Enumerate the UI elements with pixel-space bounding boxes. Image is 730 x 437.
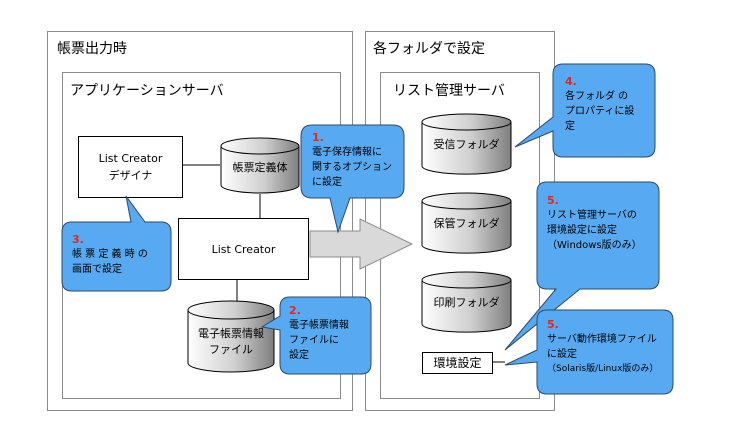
callout-4-line-3: 定: [565, 121, 575, 132]
designer-label-1: List Creator: [98, 152, 163, 165]
callout-1-bubble: [300, 124, 405, 234]
form-definition-cylinder: 帳票定義体: [220, 137, 300, 194]
callout-1: 1. 電子保存情報に 関するオプション に設定: [312, 130, 392, 190]
callout-1-line-3: に設定: [312, 177, 342, 188]
print-folder-label: 印刷フォルダ: [433, 296, 500, 309]
app-server-title: アプリケーションサーバ: [70, 83, 224, 99]
callout-3-bubble: [61, 195, 172, 292]
print-time-title: 帳票出力時: [57, 41, 127, 57]
callout-5a-number: 5.: [547, 194, 559, 207]
callout-5b-bubble: [504, 309, 674, 395]
callout-3-line-2: 画面で設定: [72, 264, 122, 275]
callout-5b-line-2: に設定: [547, 349, 577, 360]
callout-5a-line-1: リスト管理サーバの: [547, 210, 637, 221]
cylinder-shape: [421, 192, 512, 254]
callout-1-number: 1.: [312, 131, 324, 144]
storage-folder-cylinder: 保管フォルダ: [421, 192, 512, 254]
received-folder-cylinder: 受信フォルダ: [421, 113, 512, 175]
list-creator-box: List Creator: [178, 218, 309, 280]
storage-folder-label: 保管フォルダ: [433, 217, 500, 230]
list-server-title: リスト管理サーバ: [393, 83, 505, 99]
cylinder-shape: [421, 271, 512, 333]
callout-2: 2. 電子帳票情報 ファイルに 設定: [289, 303, 349, 363]
cylinder-shape: [220, 137, 300, 194]
list-creator-label: List Creator: [211, 242, 276, 256]
env-settings-label: 環境設定: [433, 355, 482, 370]
designer-label-2: デザイナ: [108, 169, 153, 182]
env-settings-box: 環境設定: [422, 352, 493, 374]
print-folder-cylinder: 印刷フォルダ: [421, 271, 512, 333]
callout-1-line-2: 関するオプション: [312, 162, 392, 173]
callout-2-line-3: 設定: [289, 350, 309, 361]
callout-5b: 5. サーバ動作環境ファイル に設定 （Solaris版/Linux版のみ）: [547, 317, 658, 377]
callout-4-bubble: [514, 63, 656, 158]
callout-1-line-1: 電子保存情報に: [312, 147, 382, 158]
callout-4-number: 4.: [565, 75, 577, 88]
callout-5a: 5. リスト管理サーバの 環境設定に設定 （Windows版のみ）: [547, 193, 642, 253]
callout-3-number: 3.: [72, 233, 84, 246]
callout-2-line-2: ファイルに: [289, 335, 339, 346]
e-form-file-label-1: 電子帳票情報: [198, 327, 264, 340]
callout-5b-number: 5.: [547, 318, 559, 331]
callout-3-line-1: 帳 票 定 義 時 の: [72, 249, 148, 260]
callout-5b-line-1: サーバ動作環境ファイル: [547, 334, 657, 345]
callout-4-line-1: 各フォルダ の: [565, 91, 629, 102]
designer-box: List Creator デザイナ: [78, 136, 183, 198]
callout-3: 3. 帳 票 定 義 時 の 画面で設定: [72, 232, 148, 277]
e-form-file-label-2: ファイル: [209, 343, 253, 356]
folder-settings-title: 各フォルダで設定: [373, 41, 485, 57]
received-folder-label: 受信フォルダ: [433, 138, 500, 151]
callout-2-line-1: 電子帳票情報: [289, 320, 349, 331]
cylinder-shape: [421, 113, 512, 175]
output-arrow: [309, 218, 414, 270]
form-definition-label: 帳票定義体: [232, 161, 288, 174]
callout-2-bubble: [260, 296, 372, 375]
callout-2-number: 2.: [289, 304, 301, 317]
callout-4: 4. 各フォルダ の プロパティに設 定: [565, 74, 634, 134]
callout-5a-line-2: 環境設定に設定: [547, 225, 617, 236]
cylinder-shape: [187, 300, 275, 373]
callout-5b-line-3: （Solaris版/Linux版のみ）: [547, 364, 659, 374]
callout-5a-line-3: （Windows版のみ）: [547, 240, 642, 251]
e-form-file-cylinder: 電子帳票情報 ファイル: [187, 300, 275, 374]
callout-4-line-2: プロパティに設: [565, 106, 635, 117]
